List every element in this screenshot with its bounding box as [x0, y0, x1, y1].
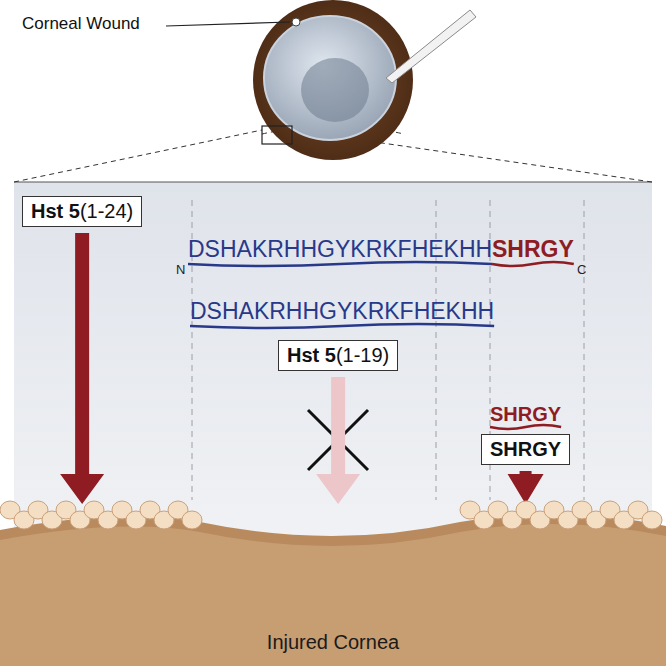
sequence-text: DSHAKRHHGYKRKFHEKHH: [188, 236, 492, 263]
sequence-underline: [490, 425, 561, 429]
peptide-name: Hst 5(1-24): [31, 200, 133, 223]
peptide-box: Hst 5(1-19): [278, 340, 398, 371]
sequence-text: DSHAKRHHGYKRKFHEKHH: [190, 298, 494, 325]
sequence-underline: [492, 262, 574, 266]
tissue: [0, 514, 666, 666]
peptide-name: Hst 5(1-19): [287, 344, 389, 367]
terminus-mark: N: [176, 262, 185, 277]
block-arrow: [60, 233, 104, 504]
block-arrow: [508, 471, 544, 504]
peptide-name: SHRGY: [490, 438, 561, 461]
cell: [642, 511, 662, 529]
sequence-fragment: SHRGY: [492, 236, 574, 263]
zoom-line: [14, 130, 262, 182]
sequence-fragment: SHRGY: [490, 403, 561, 426]
peptide-box: SHRGY: [481, 434, 570, 465]
sequence-underline: [190, 324, 494, 328]
tissue-band: Injured Cornea: [0, 500, 666, 666]
zoom-rect: [262, 126, 292, 144]
cell: [182, 511, 202, 529]
sequence-underline: [188, 262, 492, 266]
tissue-label: Injured Cornea: [0, 631, 666, 654]
pipette: [386, 10, 476, 83]
pupil: [301, 58, 369, 122]
block-arrow: [316, 377, 360, 504]
callout-label: Corneal Wound: [22, 14, 140, 34]
terminus-mark: C: [577, 262, 586, 277]
cornea: [264, 16, 396, 140]
peptide-box: Hst 5(1-24): [22, 196, 142, 227]
wound: [292, 18, 300, 26]
leader-line: [166, 22, 290, 26]
tissue: [0, 524, 666, 666]
panel-edge: [14, 182, 652, 183]
